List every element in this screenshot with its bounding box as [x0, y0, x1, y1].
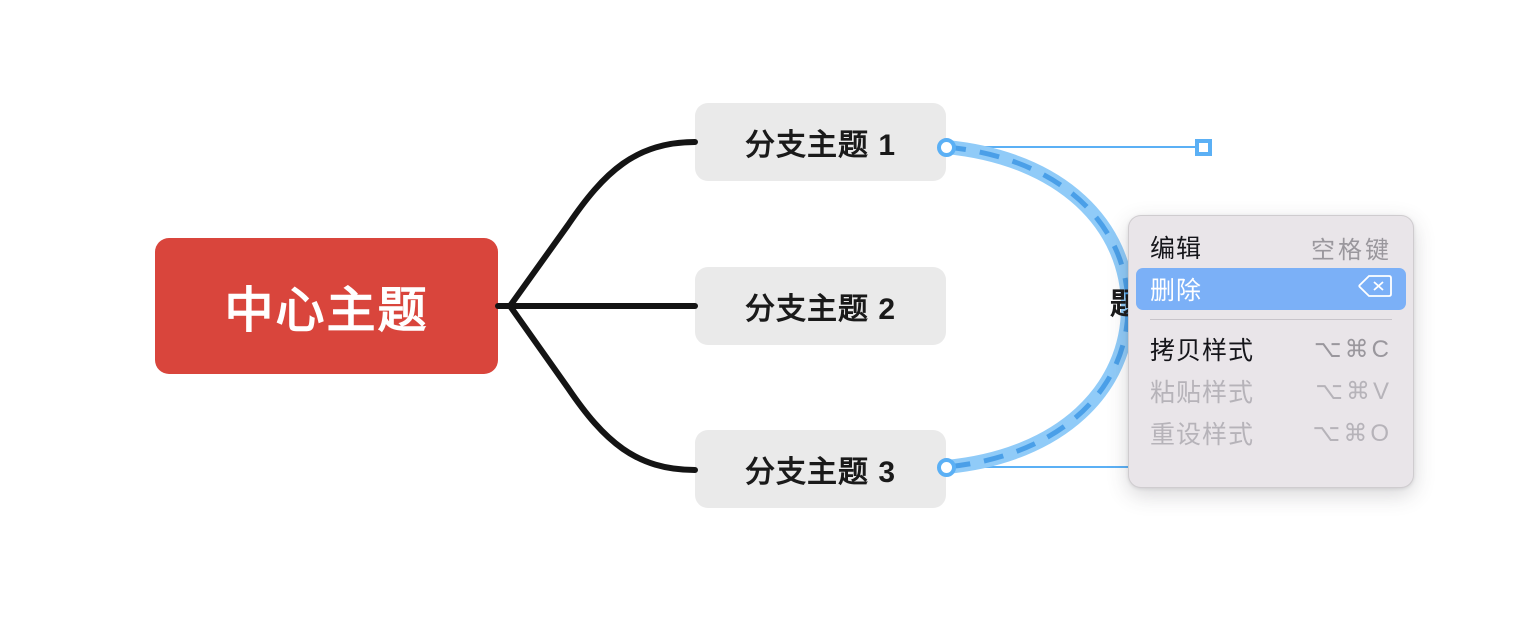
menu-item-edit-label: 编辑: [1150, 235, 1203, 263]
menu-item-paste-style-label: 粘贴样式: [1150, 379, 1255, 407]
delete-key-icon: [1358, 274, 1392, 305]
node-branch-2[interactable]: 分支主题 2: [695, 267, 946, 345]
menu-item-reset-style-label: 重设样式: [1150, 421, 1255, 449]
menu-item-edit-shortcut: 空格键: [1311, 236, 1392, 264]
menu-item-delete-label: 删除: [1150, 277, 1203, 305]
node-branch-3[interactable]: 分支主题 3: [695, 430, 946, 508]
node-central-topic[interactable]: 中心主题: [155, 238, 498, 374]
menu-item-copy-style[interactable]: 拷贝样式 ⌥⌘C: [1136, 328, 1406, 370]
context-menu[interactable]: 编辑 空格键 删除 拷贝样式 ⌥⌘C 粘贴样式 ⌥⌘V 重设样式 ⌥⌘O: [1128, 215, 1414, 488]
menu-item-delete[interactable]: 删除: [1136, 268, 1406, 310]
node-branch-1[interactable]: 分支主题 1: [695, 103, 946, 181]
connector-to-branch-3: [507, 303, 698, 473]
menu-item-copy-style-label: 拷贝样式: [1150, 337, 1255, 365]
menu-item-reset-style: 重设样式 ⌥⌘O: [1136, 412, 1406, 454]
selection-handle-top-circle[interactable]: [937, 138, 956, 157]
selection-arc-dashed: [945, 144, 1131, 470]
selection-handle-square[interactable]: [1195, 139, 1212, 156]
connector-to-branch-1: [507, 139, 698, 309]
occluded-node-text-fragment: 题: [1110, 288, 1128, 321]
menu-item-paste-style-shortcut: ⌥⌘V: [1315, 377, 1392, 405]
selection-handle-bottom-circle[interactable]: [937, 458, 956, 477]
menu-divider: [1150, 319, 1392, 320]
menu-item-edit[interactable]: 编辑 空格键: [1136, 226, 1406, 268]
selection-arc-halo: [939, 140, 1136, 474]
menu-item-paste-style: 粘贴样式 ⌥⌘V: [1136, 370, 1406, 412]
menu-item-copy-style-shortcut: ⌥⌘C: [1314, 335, 1392, 363]
menu-item-reset-style-shortcut: ⌥⌘O: [1312, 419, 1392, 447]
